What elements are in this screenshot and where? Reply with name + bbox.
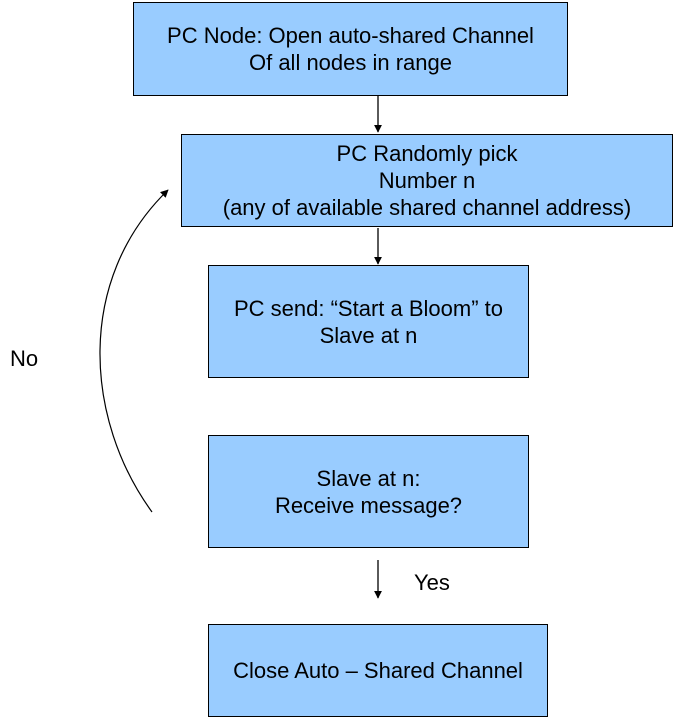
step-random-pick-line-3: (any of available shared channel address… xyxy=(222,195,632,220)
step-close-shared-channel: Close Auto – Shared Channel xyxy=(208,624,548,717)
step-random-pick: PC Randomly pick Number n (any of availa… xyxy=(181,134,673,227)
step-receive-message-decision: Slave at n: Receive message? xyxy=(208,435,529,548)
step-open-shared-channel: PC Node: Open auto-shared Channel Of all… xyxy=(133,2,568,96)
step-receive-message-line-2: Receive message? xyxy=(274,492,463,518)
step-send-start-bloom: PC send: “Start a Bloom” to Slave at n xyxy=(208,265,529,378)
loop-back-arrow-no xyxy=(99,189,169,513)
step-random-pick-line-2: Number n xyxy=(378,168,476,193)
step-send-start-bloom-line-2: Slave at n xyxy=(319,322,418,348)
step-close-shared-channel-line-1: Close Auto – Shared Channel xyxy=(233,658,523,683)
step-random-pick-line-1: PC Randomly pick xyxy=(336,141,518,166)
step-send-start-bloom-line-1: PC send: “Start a Bloom” to xyxy=(234,295,503,321)
step-receive-message-line-1: Slave at n: xyxy=(316,465,421,491)
label-yes: Yes xyxy=(414,570,450,595)
step-open-shared-channel-line-1: PC Node: Open auto-shared Channel xyxy=(167,23,534,48)
label-no: No xyxy=(10,346,39,371)
step-open-shared-channel-line-2: Of all nodes in range xyxy=(248,50,453,75)
